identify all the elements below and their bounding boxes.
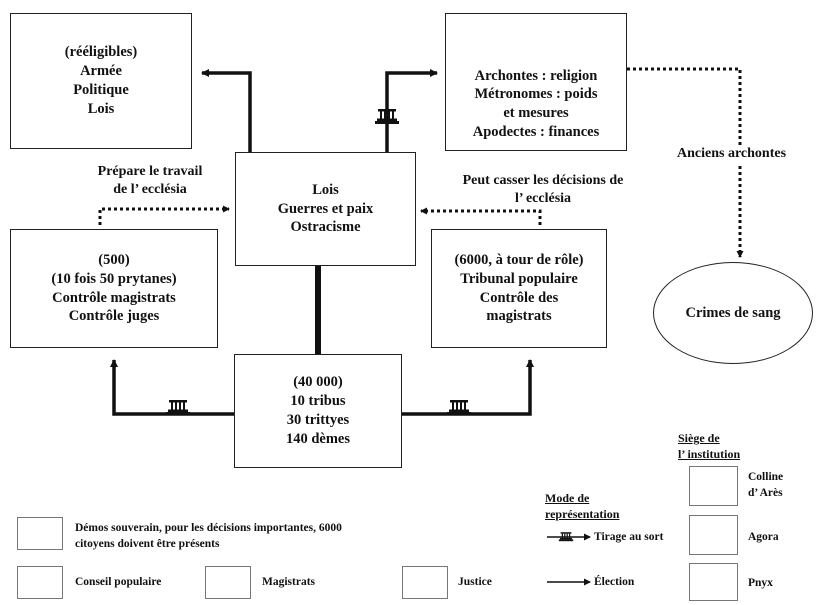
demos-box: (40 000) 10 tribus 30 trittyes 140 dèmes <box>234 354 402 468</box>
boule-box: (500) (10 fois 50 prytanes) Contrôle mag… <box>10 229 218 348</box>
legend-agora-label: Agora <box>748 531 779 543</box>
legend-magistrats-label: Magistrats <box>262 576 316 588</box>
strategoi-box: (rééligibles) Armée Politique Lois <box>10 13 192 149</box>
legend-conseil-swatch <box>17 566 63 599</box>
legend-mode-title: Mode de représentation <box>545 491 620 522</box>
arrow-heliee-casse-ecclesia <box>420 207 542 225</box>
legend-justice-swatch <box>402 566 448 599</box>
tirage-temple-icon <box>447 400 471 415</box>
legend-colline-swatch <box>689 466 738 506</box>
legend-tirage-label: Tirage au sort <box>594 531 664 543</box>
legend-magistrats-swatch <box>205 566 251 599</box>
arrow-ecclesia-to-strategoi <box>201 69 252 152</box>
legend-pnyx-swatch <box>689 563 738 601</box>
arrow-archontes-to-areopage <box>627 67 744 258</box>
legend-colline-label: Colline d’ Arès <box>748 471 784 499</box>
legend-agora-swatch <box>689 515 738 555</box>
arrow-ecclesia-to-archontes <box>385 69 438 152</box>
tirage-temple-icon <box>166 400 190 415</box>
archontes-box: Archontes : religion Métronomes : poids … <box>445 13 627 151</box>
label-anciens-archontes: Anciens archontes <box>676 145 788 164</box>
arrow-demos-to-boule <box>110 359 234 416</box>
legend-conseil-label: Conseil populaire <box>75 576 162 588</box>
legend-siege-title: Siège de l’ institution <box>678 431 741 462</box>
label-casser-decisions: Peut casser les décisions de l’ ecclésia <box>462 173 624 207</box>
arrow-boule-prepares-ecclesia <box>98 205 230 225</box>
ecclesia-box: Lois Guerres et paix Ostracisme <box>235 152 416 266</box>
legend-pnyx-label: Pnyx <box>748 577 773 589</box>
label-prepare-ecclesia: Prépare le travail de l’ ecclésia <box>97 164 203 198</box>
areopage-ellipse: Crimes de sang <box>653 262 813 364</box>
legend-justice-label: Justice <box>458 576 492 588</box>
legend-demos-label: Démos souverain, pour les décisions impo… <box>75 522 342 550</box>
legend-election-label: Élection <box>594 576 635 588</box>
arrow-demos-to-heliee <box>402 359 534 416</box>
heliee-box: (6000, à tour de rôle) Tribunal populair… <box>431 229 607 348</box>
areopage-label: Crimes de sang <box>685 304 781 321</box>
legend-demos-swatch <box>17 517 63 550</box>
